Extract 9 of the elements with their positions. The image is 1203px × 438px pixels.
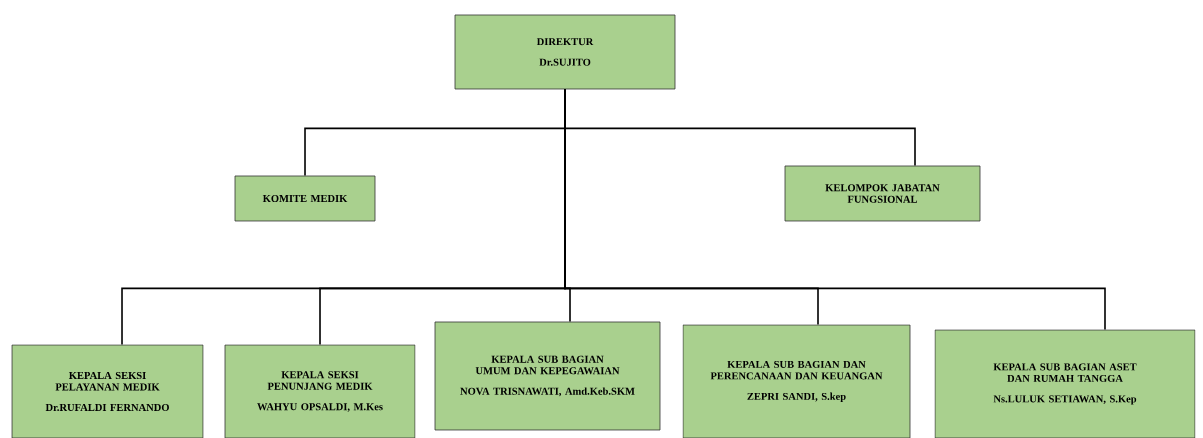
connector-line: [564, 88, 1106, 331]
org-box: KEPALA SUB BAGIAN ASET DAN RUMAH TANGGA Ns.LULUK SETIAWAN, S.Kep: [934, 329, 1196, 438]
org-box: KEPALA SUB BAGIAN DAN PERENCANAAN DAN KEUANGAN ZEPRI SANDI, S.kep: [682, 324, 911, 438]
org-box: KEPALA SEKSI PELAYANAN MEDIK Dr.RUFALDI FERNANDO: [11, 344, 204, 438]
org-box: DIREKTUR Dr.SUJITO: [454, 14, 676, 90]
org-box: KELOMPOK JABATAN FUNGSIONAL: [784, 165, 981, 222]
org-box: KEPALA SEKSI PENUNJANG MEDIK WAHYU OPSALDI, M.Kes: [224, 344, 416, 438]
org-box: KOMITE MEDIK: [234, 175, 376, 222]
org-box: KEPALA SUB BAGIAN UMUM DAN KEPEGAWAIAN NOVA TRISNAWATI, Amd.Keb.SKM: [434, 321, 661, 431]
